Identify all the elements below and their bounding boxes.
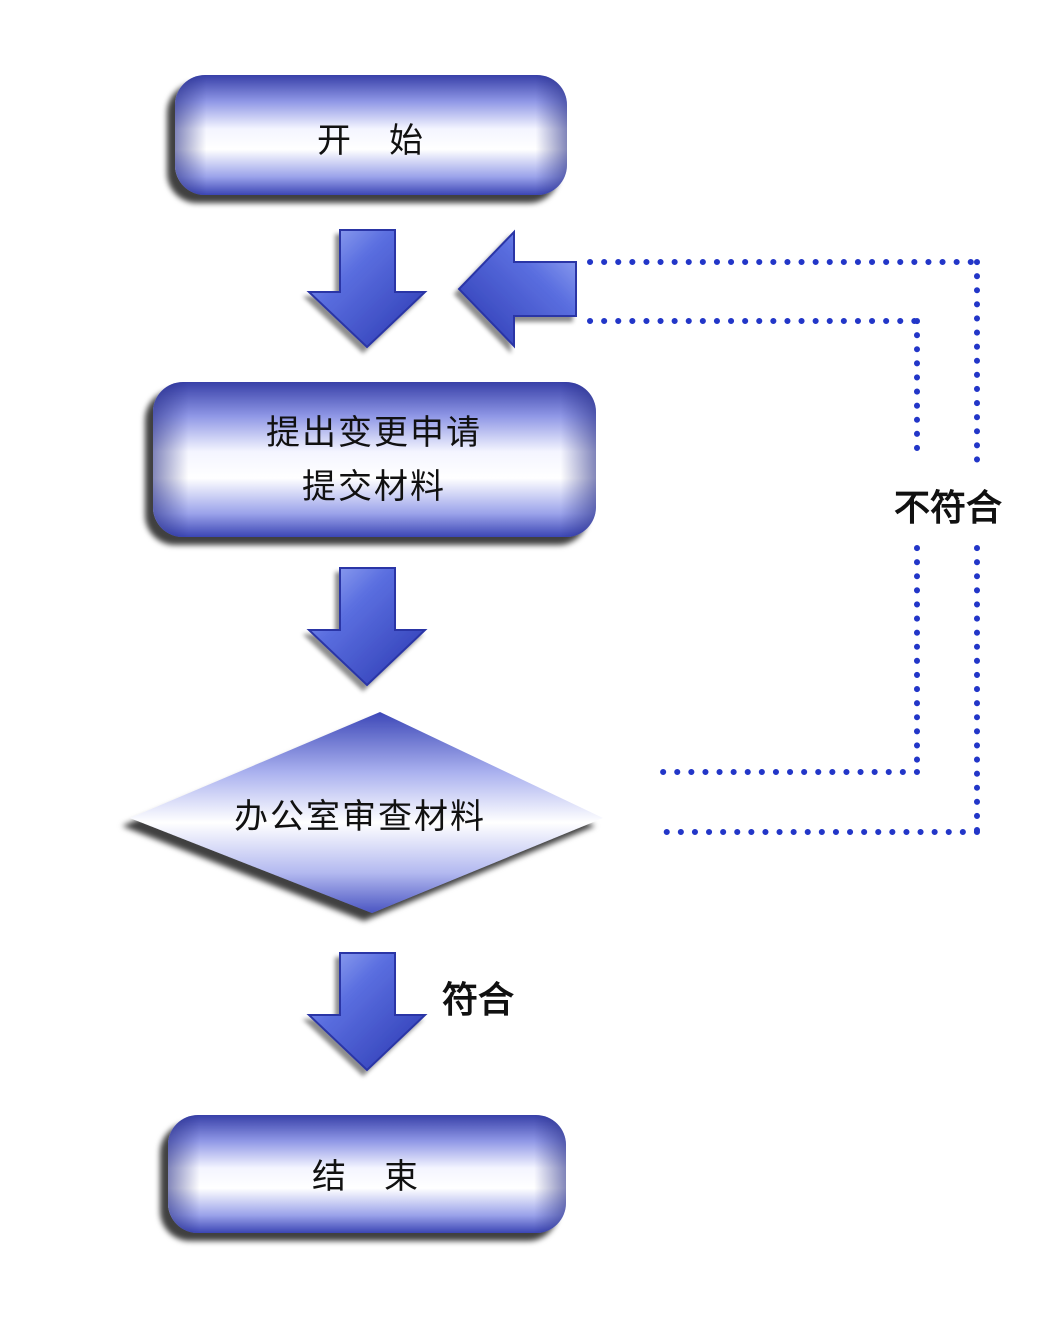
reject-label: 不符合 xyxy=(894,488,1002,529)
reject-return-path xyxy=(587,259,980,835)
arrow-down-3 xyxy=(306,952,428,1072)
arrow-left-return xyxy=(457,229,577,349)
start-node-label: 开 始 xyxy=(317,121,425,161)
review-node-label: 办公室审查材料 xyxy=(234,797,486,837)
submit-node-line1: 提出变更申请 xyxy=(266,413,482,453)
submit-node-line2: 提交材料 xyxy=(302,467,446,507)
arrow-down-1 xyxy=(306,229,428,349)
end-node: 符合 结 束 xyxy=(168,1115,566,1233)
start-node: 开 始 xyxy=(175,75,567,195)
arrow-down-2 xyxy=(306,567,428,687)
submit-node: 提出变更申请 提交材料 xyxy=(153,382,596,537)
accept-label: 符合 xyxy=(442,980,514,1021)
review-node: 办公室审查材料 xyxy=(130,712,603,913)
end-node-text: 结 束 xyxy=(312,1157,420,1197)
